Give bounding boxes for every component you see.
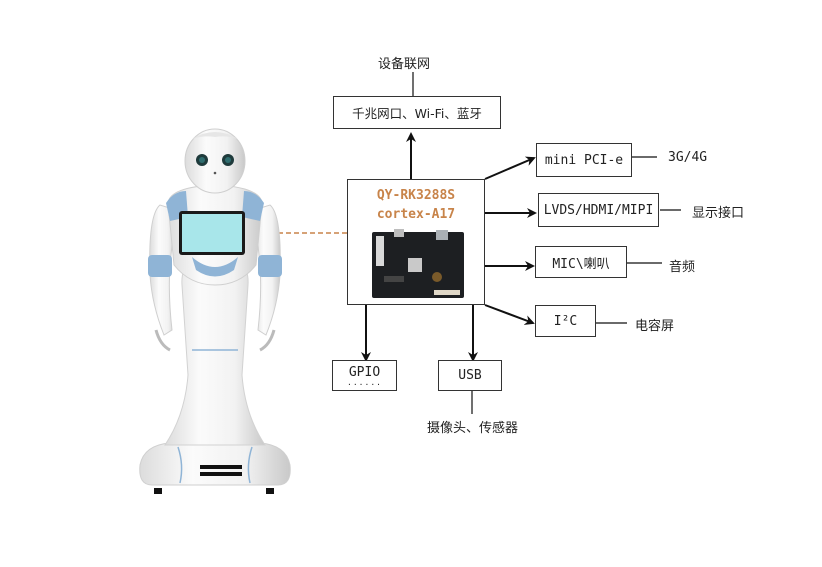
gpio-box: GPIO ...... (332, 360, 397, 391)
robot-illustration (130, 125, 300, 500)
board-photo (372, 229, 464, 298)
robot-icon (139, 128, 291, 494)
network-box-label: 千兆网口、Wi-Fi、蓝牙 (352, 106, 482, 121)
usb-box: USB (438, 360, 502, 391)
usb-note: 摄像头、传感器 (427, 421, 519, 436)
usb-label: USB (458, 368, 482, 383)
audio-label: MIC\喇叭 (552, 256, 610, 272)
minipcie-label: mini PCI-e (544, 152, 624, 168)
soc-box: QY-RK3288S cortex-A17 (347, 179, 485, 305)
networking-label: 设备联网 (378, 57, 431, 72)
audio-box: MIC\喇叭 (535, 246, 627, 278)
i2c-label: I²C (553, 313, 578, 329)
soc-core: cortex-A17 (376, 207, 456, 222)
3g4g-note: 3G/4G (668, 150, 708, 165)
minipcie-box: mini PCI-e (536, 143, 632, 177)
display-note: 显示接口 (692, 206, 745, 221)
soc-model: QY-RK3288S (376, 188, 456, 203)
i2c-box: I²C (535, 305, 596, 337)
touchscreen-note: 电容屏 (635, 319, 675, 334)
gpio-dots: ...... (347, 377, 382, 387)
display-interface-box: LVDS/HDMI/MIPI (538, 193, 659, 227)
network-box: 千兆网口、Wi-Fi、蓝牙 (333, 96, 501, 129)
display-interface-label: LVDS/HDMI/MIPI (543, 202, 654, 218)
gpio-label: GPIO (348, 364, 381, 380)
audio-note: 音频 (669, 260, 696, 275)
